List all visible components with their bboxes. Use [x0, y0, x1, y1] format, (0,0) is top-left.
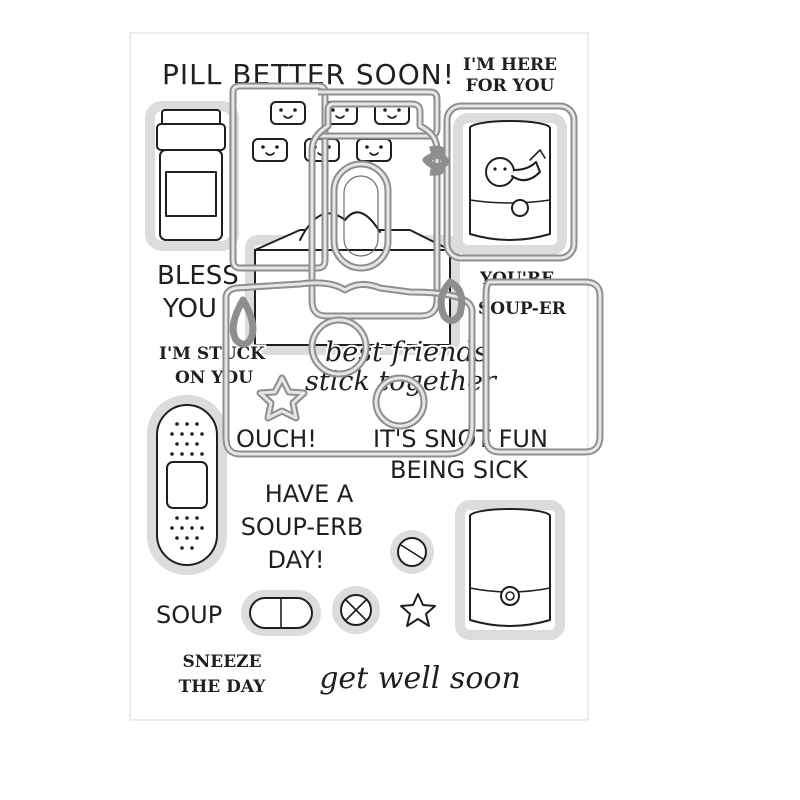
being-sick-text: BEING SICK [390, 456, 529, 484]
soup-can-chick-stamp [453, 113, 567, 255]
on-you-text: ON YOU [175, 368, 253, 388]
soup-text: SOUP [156, 601, 222, 629]
round-tablet-stamp [390, 530, 434, 574]
for-you-text: FOR YOU [466, 76, 555, 96]
cross-tablet-stamp [332, 586, 380, 634]
soup-er-text: SOUP-ER [478, 299, 567, 319]
star-die [256, 374, 308, 422]
bandage-stamp [147, 395, 227, 575]
soup-can-die-top [443, 102, 578, 262]
have-a-text: HAVE A [265, 480, 354, 508]
leaf-die [422, 152, 450, 170]
sneeze-text: SNEEZE [182, 652, 261, 672]
day-text: DAY! [268, 546, 325, 574]
capsule-pill-stamp [241, 590, 321, 636]
pill-bottle-stamp [145, 101, 239, 251]
the-day-text: THE DAY [179, 677, 267, 697]
ouch-text: OUCH! [236, 425, 317, 453]
star-stamp [400, 593, 436, 627]
teardrop-dies [229, 278, 466, 348]
im-here-text: I'M HERE [463, 55, 557, 75]
soup-can-flower-stamp [455, 500, 565, 640]
metal-dies [222, 82, 604, 458]
bless-text: BLESS [157, 261, 239, 291]
get-well-soon-text: get well soon [319, 661, 521, 696]
best-friends-text: best friends [325, 337, 488, 368]
im-stuck-text: I'M STUCK [159, 344, 266, 364]
round-tablet-die [308, 316, 370, 378]
tissue-box-die [222, 279, 476, 458]
cross-tablet-die [372, 374, 428, 430]
soup-can-die-open [482, 278, 604, 456]
soup-erb-text: SOUP-ERB [241, 513, 364, 541]
capsule-die [330, 160, 392, 272]
you-text: YOU [162, 294, 217, 324]
